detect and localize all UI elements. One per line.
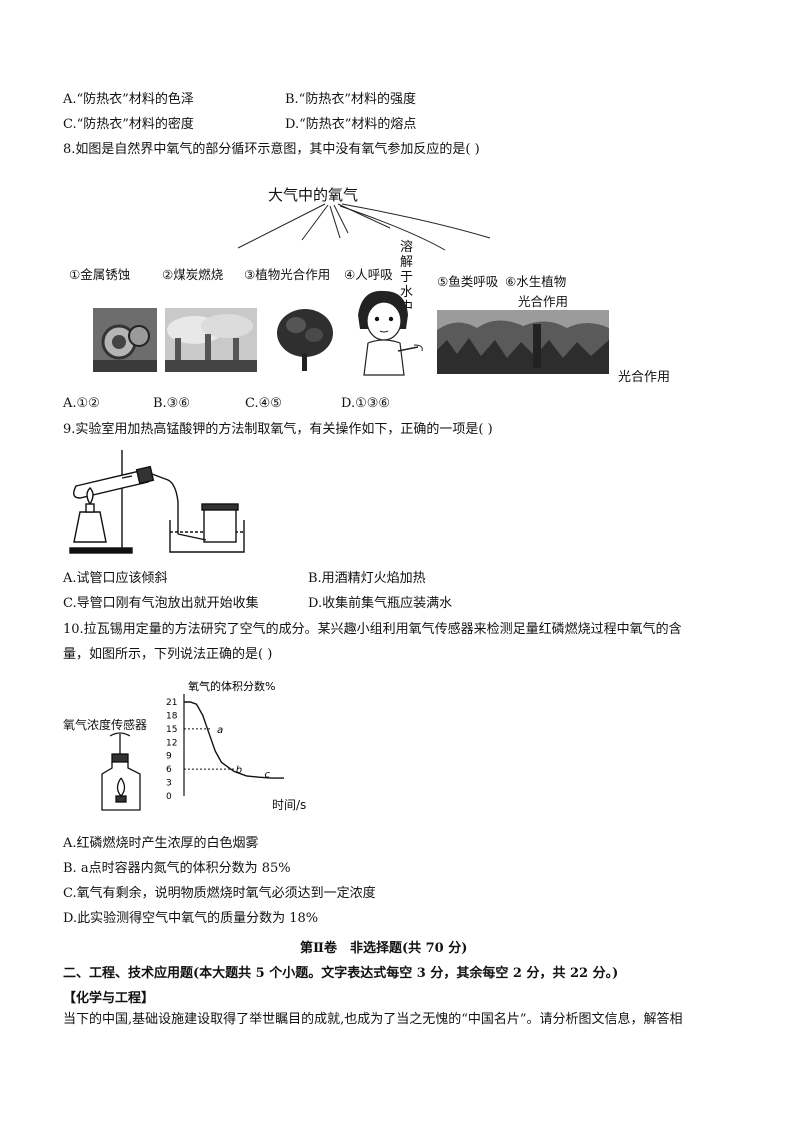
q10-stem-line2: 量，如图所示，下列说法正确的是( ) bbox=[63, 647, 273, 662]
chart-ylabel: 氧气的体积分数% bbox=[188, 679, 275, 693]
aquatic-plants-photo bbox=[437, 310, 609, 374]
q7-option-a: A.“防热衣”材料的色泽 bbox=[63, 92, 194, 107]
chart-ytick-label: 18 bbox=[166, 711, 178, 721]
q8-option-a: A.①② bbox=[63, 396, 100, 411]
rusted-metal-photo bbox=[93, 308, 157, 372]
q8-option-c: C.④⑤ bbox=[245, 396, 282, 411]
chart-ytick-label: 0 bbox=[166, 792, 172, 802]
q9-option-b: B.用酒精灯火焰加热 bbox=[308, 571, 426, 586]
chart-ytick-label: 6 bbox=[166, 765, 172, 775]
oxygen-collection-apparatus bbox=[69, 450, 245, 554]
item-plant-photosynthesis: ③植物光合作用 bbox=[244, 267, 331, 282]
q7-option-d: D.“防热衣”材料的熔点 bbox=[285, 117, 417, 132]
item-metal-rust: ①金属锈蚀 bbox=[69, 267, 131, 282]
diagram-top-label: 大气中的氧气 bbox=[268, 186, 359, 204]
q9-stem: 9.实验室用加热高锰酸钾的方法制取氧气，有关操作如下，正确的一项是( ) bbox=[63, 422, 493, 437]
q10-option-c: C.氧气有剩余，说明物质燃烧时氧气必须达到一定浓度 bbox=[63, 886, 376, 901]
chart-ytick-label: 21 bbox=[166, 698, 177, 708]
chart-series-line bbox=[184, 701, 284, 779]
q10-option-b: B. a点时容器内氮气的体积分数为 85% bbox=[63, 861, 291, 876]
section2-subhead: 【化学与工程】 bbox=[63, 991, 155, 1006]
item-human-respiration: ④人呼吸 bbox=[344, 267, 393, 282]
item-aquatic-plant-photosynthesis: 光合作用 bbox=[518, 294, 569, 309]
chart-ytick-label: 9 bbox=[166, 752, 172, 762]
chart-xlabel: 时间/s bbox=[272, 798, 307, 812]
chart-ytick-label: 12 bbox=[166, 738, 177, 748]
section2-paragraph: 当下的中国,基础设施建设取得了举世瞩目的成就,也成为了当之无愧的“中国名片”。请… bbox=[63, 1012, 683, 1027]
breathing-girl-illustration bbox=[348, 285, 428, 377]
sensor-label: 氧气浓度传感器 bbox=[63, 718, 148, 732]
dissolve-in-water-label: 溶解于水中 bbox=[400, 240, 414, 315]
chart-ytick-label: 15 bbox=[166, 725, 177, 735]
sensor-flask-apparatus bbox=[101, 732, 141, 811]
q9-option-a: A.试管口应该倾斜 bbox=[63, 571, 168, 586]
oxygen-cycle-lines bbox=[237, 203, 491, 251]
q9-option-c: C.导管口刚有气泡放出就开始收集 bbox=[63, 596, 259, 611]
item-aquatic-plant: ⑥水生植物 bbox=[505, 274, 567, 289]
q9-option-d: D.收集前集气瓶应装满水 bbox=[308, 596, 453, 611]
q7-option-c: C.“防热衣”材料的密度 bbox=[63, 117, 194, 132]
item-fish-respiration: ⑤鱼类呼吸 bbox=[437, 274, 499, 289]
q7-option-b: B.“防热衣”材料的强度 bbox=[285, 92, 416, 107]
chart-ytick-label: 3 bbox=[166, 779, 172, 789]
tree-photo bbox=[272, 305, 338, 373]
chart-point-label: b bbox=[236, 765, 242, 776]
q10-stem-line1: 10.拉瓦锡用定量的方法研究了空气的成分。某兴趣小组利用氧气传感器来检测足量红磷… bbox=[63, 622, 682, 637]
oxygen-volume-chart: 氧气的体积分数% 0 3 6 9 12 15 18 21 a b c bbox=[166, 679, 284, 802]
q8-option-d: D.①③⑥ bbox=[341, 396, 391, 411]
photosynthesis-caption: 光合作用 bbox=[618, 370, 671, 385]
q10-option-a: A.红磷燃烧时产生浓厚的白色烟雾 bbox=[63, 836, 259, 851]
q8-option-b: B.③⑥ bbox=[153, 396, 190, 411]
q8-stem: 8.如图是自然界中氧气的部分循环示意图，其中没有氧气参加反应的是( ) bbox=[63, 142, 480, 157]
section2-heading: 二、工程、技术应用题(本大题共 5 个小题。文字表达式每空 3 分，其余每空 2… bbox=[63, 966, 619, 981]
chart-point-label: a bbox=[217, 725, 223, 736]
section2-title: 第Ⅱ卷 非选择题(共 70 分) bbox=[300, 941, 468, 956]
coal-power-plant-photo bbox=[165, 308, 257, 372]
chart-point-label: c bbox=[265, 770, 271, 781]
q10-option-d: D.此实验测得空气中氧气的质量分数为 18% bbox=[63, 911, 319, 926]
item-coal-burning: ②煤炭燃烧 bbox=[162, 267, 224, 282]
